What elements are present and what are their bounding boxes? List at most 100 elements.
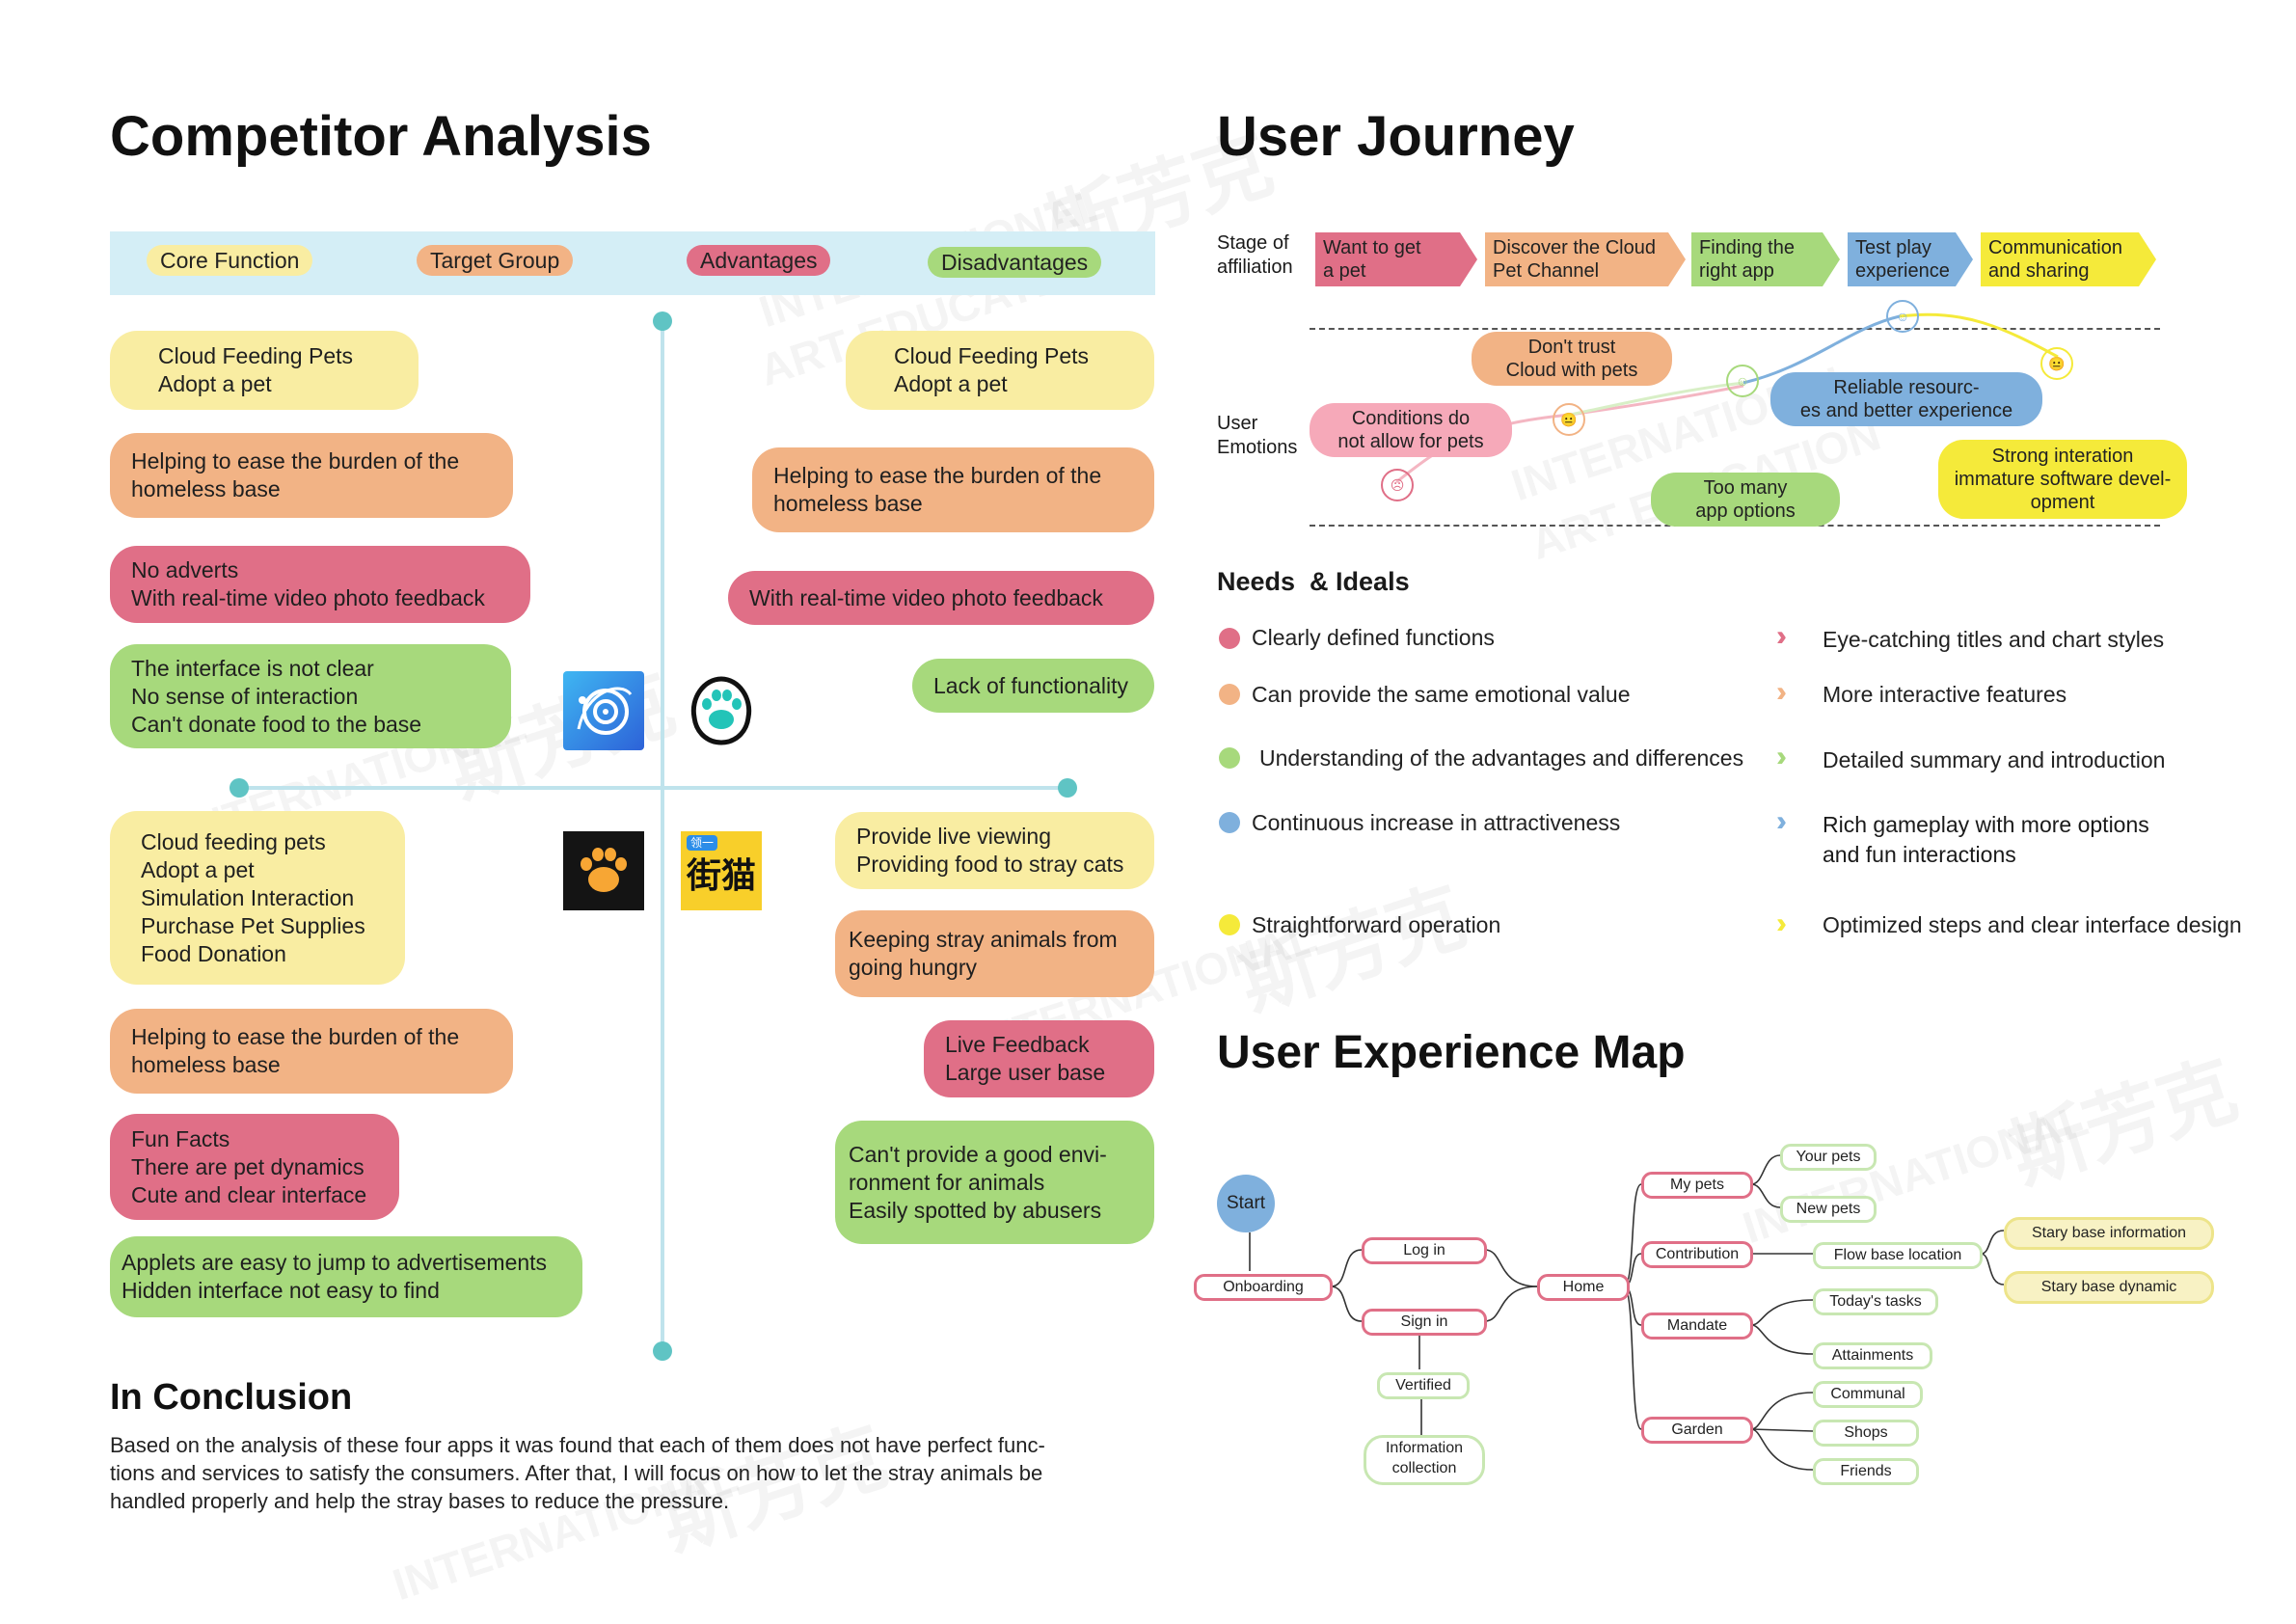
q2-advantages: With real-time video photo feedback xyxy=(728,571,1154,625)
text-line: homeless base xyxy=(773,491,923,516)
contribution-node: Contribution xyxy=(1641,1241,1753,1268)
need-text: Continuous increase in attractiveness xyxy=(1252,810,1621,835)
text-line: opment xyxy=(2030,492,2095,513)
horizontal-axis xyxy=(239,786,1068,790)
neutral-face-icon: 😐 xyxy=(2040,347,2073,380)
text-line: and sharing xyxy=(1988,260,2090,282)
text-line: app options xyxy=(1695,501,1796,522)
text-line: Helping to ease the burden of the xyxy=(131,1024,460,1049)
verified-node: Vertified xyxy=(1377,1372,1470,1399)
text-line: Don't trust xyxy=(1527,337,1616,358)
app-logo-blue-glyph xyxy=(577,687,633,735)
q3-target-group: Helping to ease the burden of the homele… xyxy=(110,1009,513,1094)
text-line: With real-time video photo feedback xyxy=(749,584,1103,610)
new-pets-node: New pets xyxy=(1780,1196,1877,1223)
sad-face-icon: ☹ xyxy=(1381,469,1414,501)
stary-base-dynamic-node: Stary base dynamic xyxy=(2004,1271,2214,1304)
q1-core-function: Cloud Feeding Pets Adopt a pet xyxy=(110,331,419,410)
axis-endpoint xyxy=(1058,778,1077,798)
ideal-text: Optimized steps and clear interface desi… xyxy=(1823,912,2242,937)
signin-node: Sign in xyxy=(1362,1309,1487,1336)
text-line: Keeping stray animals from xyxy=(849,927,1118,952)
text-line: Cloud with pets xyxy=(1505,360,1638,381)
stage-communication: Communication and sharing xyxy=(1981,232,2156,286)
text-line: Cloud feeding pets xyxy=(141,828,326,854)
home-node: Home xyxy=(1537,1274,1630,1301)
stage-want-pet: Want to get a pet xyxy=(1315,232,1477,286)
ideal-text: Detailed summary and introduction xyxy=(1823,747,2166,772)
need-dot xyxy=(1219,914,1240,935)
header-tag-target-group: Target Group xyxy=(417,245,574,276)
app-logo-blue xyxy=(563,671,644,750)
text-line: Stage of xyxy=(1217,232,1289,254)
competitor-title: Competitor Analysis xyxy=(110,105,652,168)
text-line: going hungry xyxy=(849,955,977,980)
emotion-conditions: Conditions do not allow for pets xyxy=(1310,403,1512,457)
info-collection-node: Information collection xyxy=(1364,1435,1485,1485)
need-dot xyxy=(1219,628,1240,649)
app-logo-paw-black xyxy=(563,831,644,910)
text-line: Rich gameplay with more options xyxy=(1823,812,2149,837)
need-text: Straightforward operation xyxy=(1252,912,1501,937)
text-line: Large user base xyxy=(945,1060,1106,1085)
emotion-reliable: Reliable resourc- es and better experien… xyxy=(1770,372,2042,426)
axis-endpoint xyxy=(653,1341,672,1361)
text-line: Easily spotted by abusers xyxy=(849,1197,1102,1223)
stage-finding-app: Finding the right app xyxy=(1691,232,1840,286)
text-line: No sense of interaction xyxy=(131,683,359,709)
text-line: Applets are easy to jump to advertisemen… xyxy=(122,1250,548,1275)
need-dot xyxy=(1219,747,1240,769)
text-line: Can't donate food to the base xyxy=(131,711,422,737)
emotion-too-many: Too many app options xyxy=(1651,473,1840,527)
paw-icon xyxy=(581,848,627,892)
stage-discover: Discover the Cloud Pet Channel xyxy=(1485,232,1686,286)
q4-advantages: Live Feedback Large user base xyxy=(924,1020,1154,1097)
q1-advantages: No adverts With real-time video photo fe… xyxy=(110,546,530,623)
text-line: Finding the xyxy=(1699,237,1795,258)
vertical-axis xyxy=(661,320,664,1352)
app-logo-text: 街猫 xyxy=(686,855,756,895)
text-line: Lack of functionality xyxy=(933,672,1129,698)
text-line: Pet Channel xyxy=(1493,260,1600,282)
text-line: collection xyxy=(1391,1460,1457,1476)
shops-node: Shops xyxy=(1813,1420,1919,1447)
text-line: not allow for pets xyxy=(1337,431,1484,452)
text-line: tions and services to satisfy the consum… xyxy=(110,1461,1043,1485)
text-line: Adopt a pet xyxy=(158,371,272,396)
todays-tasks-node: Today's tasks xyxy=(1813,1288,1938,1315)
header-tag-disadvantages: Disadvantages xyxy=(928,247,1102,278)
text-line: ronment for animals xyxy=(849,1169,1045,1195)
happy-face-icon: ☺ xyxy=(1886,300,1919,333)
text-line: Too many xyxy=(1703,477,1788,499)
text-line: and fun interactions xyxy=(1823,842,2016,867)
text-line: Communication xyxy=(1988,237,2122,258)
mandate-node: Mandate xyxy=(1641,1313,1753,1340)
q3-core-function: Cloud feeding pets Adopt a pet Simulatio… xyxy=(110,811,405,985)
need-dot xyxy=(1219,812,1240,833)
text-line: Information xyxy=(1385,1440,1464,1456)
flow-base-node: Flow base location xyxy=(1813,1242,1983,1269)
text-line: Provide live viewing xyxy=(856,824,1051,849)
text-line: immature software devel- xyxy=(1954,469,2172,490)
q3-disadvantages: Applets are easy to jump to advertisemen… xyxy=(110,1236,582,1317)
text-line: Fun Facts xyxy=(131,1125,230,1151)
q4-core-function: Provide live viewing Providing food to s… xyxy=(835,812,1154,889)
friends-node: Friends xyxy=(1813,1458,1919,1485)
emotion-dont-trust: Don't trust Cloud with pets xyxy=(1472,332,1672,386)
axis-endpoint xyxy=(653,311,672,331)
app-logo-jiemao: 领一 街猫 xyxy=(681,831,762,910)
q2-target-group: Helping to ease the burden of the homele… xyxy=(752,447,1154,532)
conclusion-text: Based on the analysis of these four apps… xyxy=(110,1431,1045,1515)
text-line: No adverts xyxy=(131,557,239,582)
onboarding-node: Onboarding xyxy=(1194,1274,1333,1301)
text-line: Helping to ease the burden of the xyxy=(131,448,460,474)
your-pets-node: Your pets xyxy=(1780,1144,1877,1171)
text-line: There are pet dynamics xyxy=(131,1153,365,1179)
garden-node: Garden xyxy=(1641,1417,1753,1444)
need-text: Can provide the same emotional value xyxy=(1252,682,1631,707)
text-line: homeless base xyxy=(131,476,281,501)
text-line: Hidden interface not easy to find xyxy=(122,1278,440,1303)
conclusion-title: In Conclusion xyxy=(110,1377,353,1418)
text-line: Food Donation xyxy=(141,940,286,966)
